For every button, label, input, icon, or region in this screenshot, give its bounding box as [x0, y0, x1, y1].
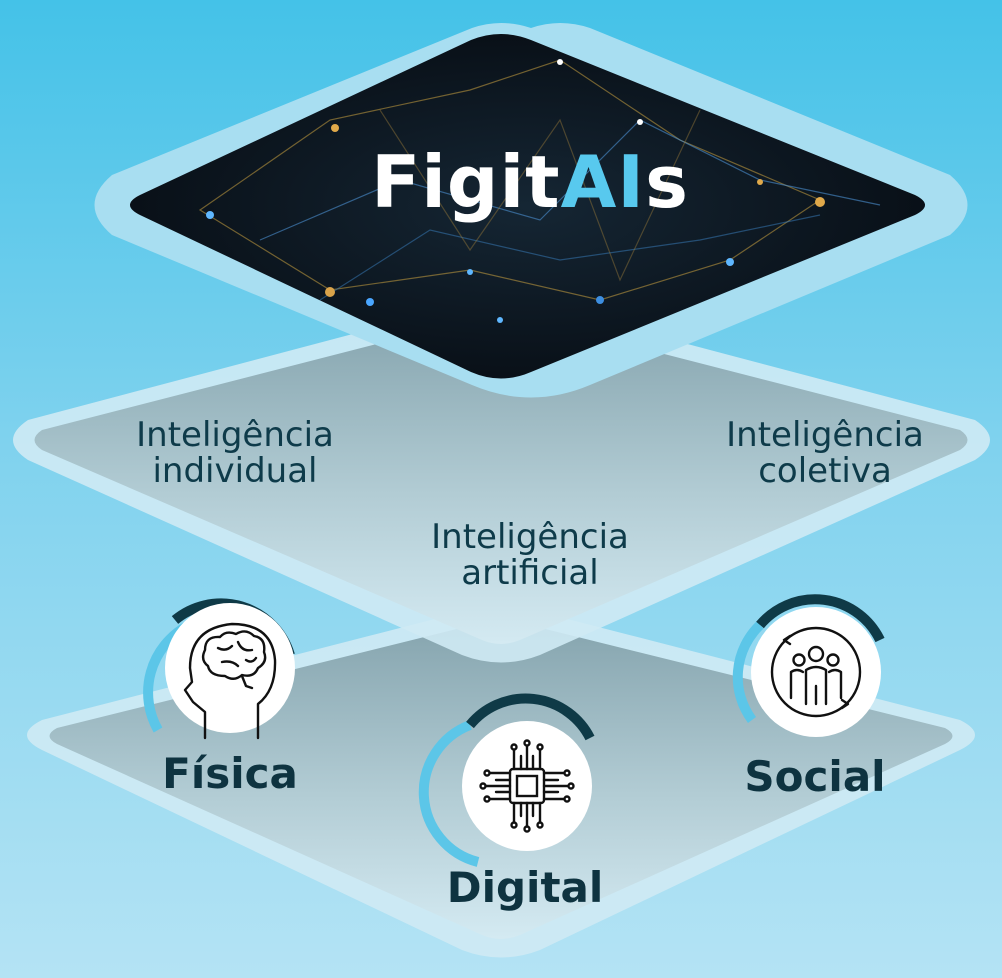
label-social: Social	[744, 752, 886, 801]
middle-layer	[13, 298, 990, 663]
badge-social	[732, 594, 885, 737]
badge-digital	[418, 693, 595, 867]
top-layer	[94, 23, 968, 398]
circuit-chip-icon	[479, 739, 575, 833]
label-digital: Digital	[446, 863, 604, 912]
badge-fisica	[143, 598, 295, 740]
figitais-title: FigitAIs	[371, 140, 689, 224]
network-nodes	[206, 59, 825, 323]
community-group-icon	[770, 626, 862, 718]
network-lines	[198, 59, 881, 301]
brain-head-icon	[183, 622, 277, 740]
label-fisica: Física	[162, 749, 298, 798]
